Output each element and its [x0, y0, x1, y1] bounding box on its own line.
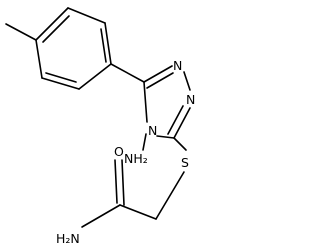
sulfur-methylene-bond	[155, 171, 185, 220]
benzene-bond	[35, 39, 43, 79]
benzene-ring	[35, 7, 112, 90]
triazole-bond	[156, 135, 175, 139]
atom-label-sulfur: S	[181, 155, 189, 170]
n-amino-bond	[142, 133, 147, 151]
carbonyl-double-bond	[121, 159, 125, 206]
benzene-bond	[104, 22, 112, 65]
triazole-ring	[143, 65, 191, 139]
atom-label-n-right: N	[186, 92, 195, 107]
benzene-double-bond	[100, 28, 107, 63]
atom-label-n4: N	[148, 123, 157, 138]
triazole-double-bond	[167, 105, 184, 135]
atom-label-amide-nitrogen: H₂N	[56, 231, 80, 246]
benzene-double-bond	[42, 15, 70, 43]
methylene-carbonyl-bond	[119, 204, 157, 220]
molecule-structure: N N N NH₂ S O H₂N	[5, 7, 195, 246]
aryl-triazole-bond	[110, 63, 145, 83]
carbonyl-double-bond	[114, 159, 118, 204]
amide-bond	[81, 204, 121, 228]
triazole-bond	[143, 81, 148, 123]
atom-label-oxygen: O	[114, 144, 124, 159]
atom-label-n-top: N	[173, 58, 182, 73]
benzene-bond	[41, 77, 80, 90]
benzene-bond	[78, 63, 112, 90]
benzene-bond	[35, 7, 69, 41]
triazole-bond	[183, 71, 191, 91]
triazole-double-bond	[146, 72, 174, 89]
benzene-bond	[67, 7, 106, 24]
benzene-double-bond	[45, 72, 77, 83]
triazole-bond	[173, 107, 191, 139]
triazole-bond	[143, 65, 173, 83]
ring-sulfur-bond	[173, 137, 187, 151]
methyl-bond	[5, 23, 37, 41]
atom-label-amino: NH₂	[124, 151, 148, 166]
